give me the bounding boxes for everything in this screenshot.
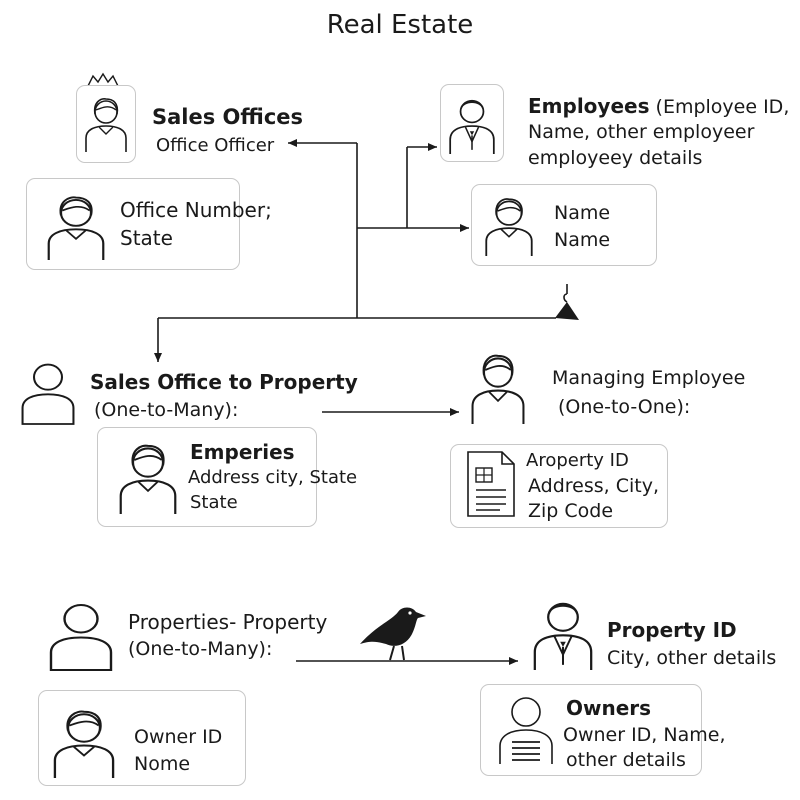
person-icon — [47, 196, 105, 260]
person-icon — [49, 604, 113, 671]
name-box-line1: Name — [554, 202, 611, 224]
employees-line3: employeey details — [528, 147, 703, 169]
employees-heading: Employees (Employee ID, — [528, 94, 789, 119]
employees-line2: Name, other employeer — [528, 121, 755, 143]
office-number-line1: Office Number; — [120, 198, 272, 222]
person-icon — [53, 710, 115, 778]
sales-offices-sub: Office Officer — [156, 135, 275, 156]
emperies-line1: Address city, State — [188, 467, 358, 488]
property-id-heading: Property ID — [607, 618, 737, 642]
person-icon — [85, 98, 127, 152]
person-icon — [21, 363, 75, 425]
property-id-sub: City, other details — [607, 647, 777, 669]
owners-line1: Owner ID, Name, — [563, 724, 726, 746]
document-icon — [467, 451, 515, 517]
owner-id-line1: Owner ID — [134, 726, 223, 748]
sales-office-property-heading: Sales Office to Property — [90, 370, 358, 394]
person-icon — [533, 602, 593, 670]
owner-id-line2: Nome — [134, 753, 191, 775]
managing-employee-heading: Managing Employee — [552, 367, 746, 389]
name-box-line2: Name — [554, 229, 611, 251]
sales-offices-heading: Sales Offices — [152, 105, 304, 129]
emperies-heading: Emperies — [190, 440, 295, 464]
person-icon — [119, 444, 177, 514]
owners-line2: other details — [566, 749, 686, 771]
bird-icon — [360, 607, 426, 661]
page-title: Real Estate — [326, 10, 474, 40]
properties-property-relation: (One-to-Many): — [128, 638, 273, 660]
property-id-line3: Zip Code — [528, 500, 614, 522]
person-icon — [449, 99, 495, 154]
office-number-line2: State — [120, 226, 173, 250]
emperies-line2: State — [190, 492, 238, 513]
employees-heading-bold: Employees — [528, 94, 650, 118]
person-icon — [471, 354, 525, 424]
sales-office-property-relation: (One-to-Many): — [94, 399, 239, 421]
hanger-icon — [555, 284, 579, 320]
properties-property-heading: Properties- Property — [128, 610, 328, 634]
property-id-line2: Address, City, — [528, 475, 660, 497]
person-icon — [485, 198, 533, 256]
managing-employee-relation: (One-to-One): — [558, 396, 691, 418]
crown-icon — [86, 72, 120, 87]
owners-heading: Owners — [566, 696, 652, 720]
property-id-line1: Aroperty ID — [526, 450, 629, 471]
employees-heading-rest: (Employee ID, — [655, 96, 790, 118]
person-icon — [499, 697, 553, 764]
